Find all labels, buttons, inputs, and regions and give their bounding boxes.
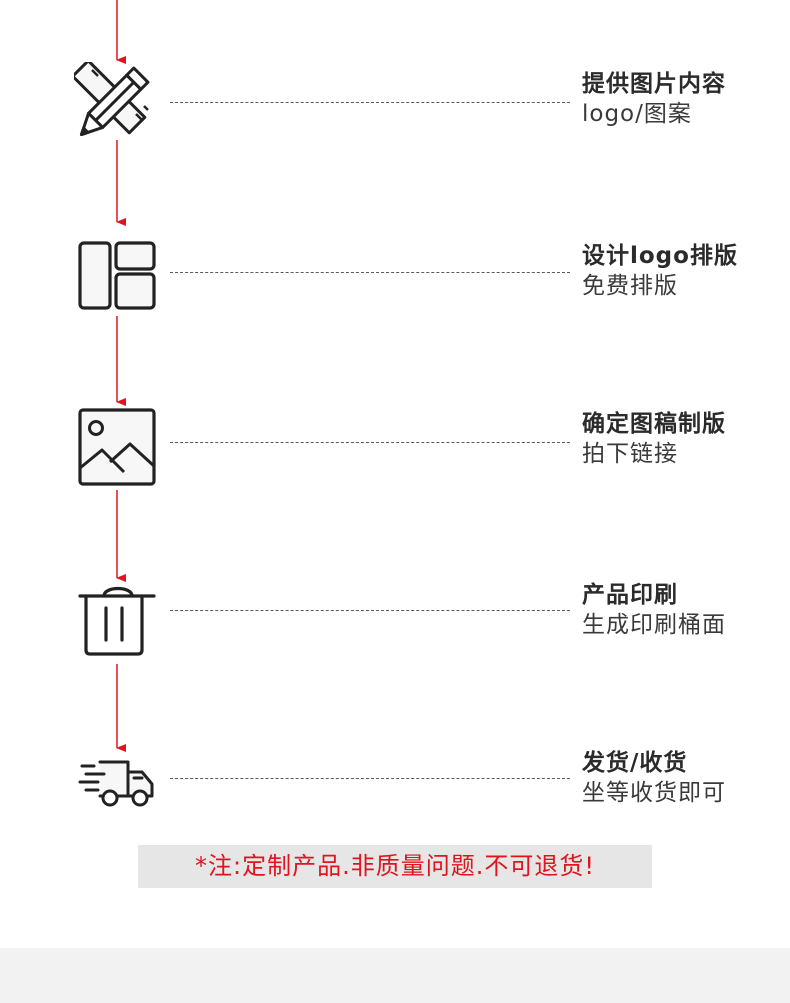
- process-step-2: 设计logo排版 免费排版: [0, 230, 790, 320]
- dashed-connector: [170, 610, 570, 611]
- step-subtitle: 拍下链接: [582, 441, 678, 467]
- dashed-connector: [170, 778, 570, 779]
- step-title: 产品印刷: [582, 582, 678, 608]
- trash-bin-icon: [74, 578, 164, 658]
- step-title: 提供图片内容: [582, 71, 726, 97]
- step-text: 发货/收货 坐等收货即可: [582, 748, 790, 808]
- process-step-4: 产品印刷 生成印刷桶面: [0, 570, 790, 660]
- step-title: 确定图稿制版: [582, 411, 726, 437]
- step-text: 提供图片内容 logo/图案: [582, 69, 790, 129]
- no-return-notice: *注:定制产品.非质量问题.不可退货!: [138, 845, 652, 888]
- process-step-1: 提供图片内容 logo/图案: [0, 60, 790, 150]
- step-title: 设计logo排版: [582, 243, 738, 269]
- step-title: 发货/收货: [582, 750, 688, 776]
- dashed-connector: [170, 102, 570, 103]
- process-step-5: 发货/收货 坐等收货即可: [0, 740, 790, 830]
- step-text: 设计logo排版 免费排版: [582, 241, 790, 301]
- step-text: 确定图稿制版 拍下链接: [582, 409, 790, 469]
- image-mountain-icon: [74, 406, 164, 486]
- delivery-truck-icon: [74, 744, 164, 824]
- layout-panels-icon: [74, 234, 164, 314]
- dashed-connector: [170, 272, 570, 273]
- step-subtitle: 坐等收货即可: [582, 780, 726, 806]
- footer-band: [0, 948, 790, 1003]
- step-text: 产品印刷 生成印刷桶面: [582, 580, 790, 640]
- dashed-connector: [170, 442, 570, 443]
- process-step-3: 确定图稿制版 拍下链接: [0, 400, 790, 490]
- step-subtitle: 免费排版: [582, 273, 678, 299]
- step-subtitle: 生成印刷桶面: [582, 612, 726, 638]
- pencil-ruler-icon: [74, 62, 164, 142]
- step-subtitle: logo/图案: [582, 101, 692, 127]
